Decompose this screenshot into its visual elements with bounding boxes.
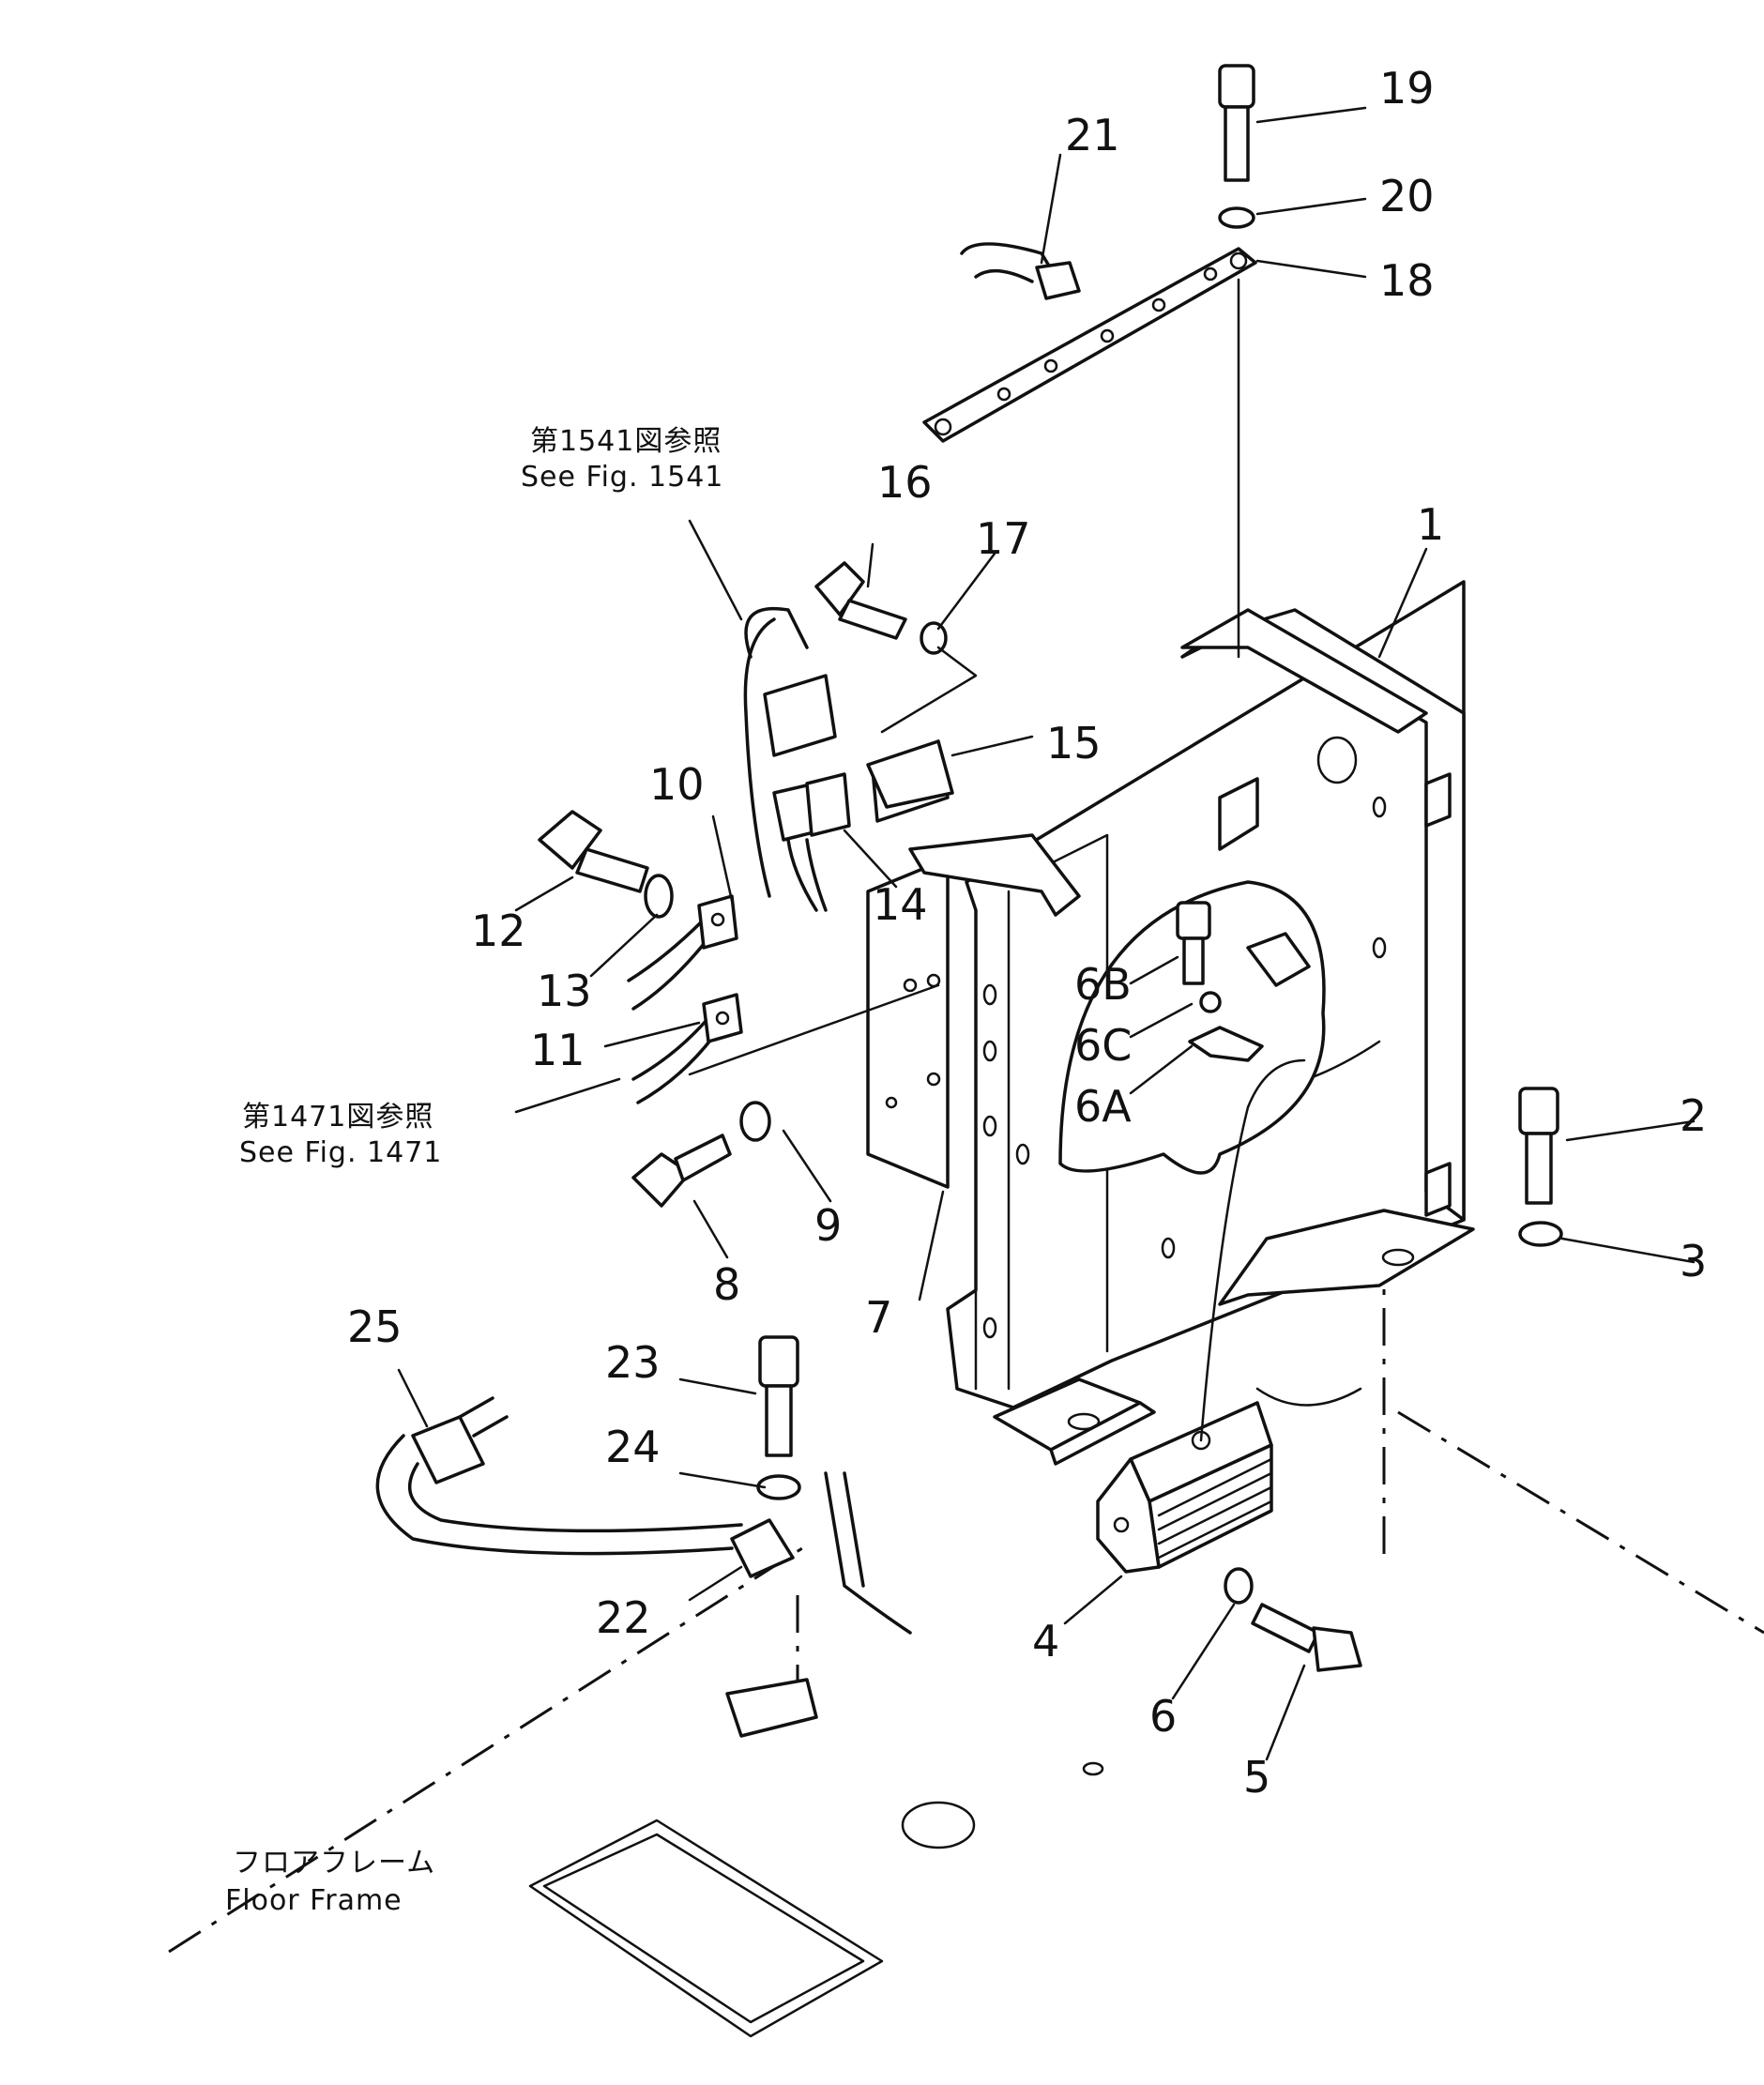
callout-9: 9 (814, 1200, 842, 1251)
reference-notes: 第1541図参照 See Fig. 1541 第1471図参照 See Fig.… (225, 425, 723, 1917)
note-floor-jp: フロアフレーム (233, 1847, 435, 1880)
bracket-15 (866, 739, 954, 809)
bolt-8 (631, 1134, 732, 1208)
callout-5: 5 (1243, 1752, 1270, 1803)
callout-13: 13 (537, 966, 592, 1016)
note-fig1471-jp: 第1471図参照 (242, 1101, 433, 1134)
washer-6 (1224, 1567, 1254, 1605)
connector-6 (1246, 932, 1311, 987)
note-fig1541-jp: 第1541図参照 (530, 425, 722, 458)
callout-14: 14 (873, 879, 928, 930)
callout-16: 16 (877, 457, 933, 508)
callout-2: 2 (1680, 1090, 1707, 1141)
harness-1471 (627, 894, 743, 1104)
callout-25: 25 (347, 1301, 403, 1352)
bolt-2 (1518, 1087, 1559, 1205)
terminal-6a (1188, 1026, 1264, 1062)
regulator (1096, 1058, 1306, 1574)
callout-6a: 6A (1074, 1081, 1132, 1132)
bracket-14 (908, 833, 1081, 917)
callout-6: 6 (1149, 1691, 1177, 1742)
callout-4: 4 (1032, 1616, 1059, 1666)
washer-20 (1218, 206, 1255, 229)
washer-9 (739, 1101, 771, 1142)
callout-6b: 6B (1074, 959, 1132, 1010)
bolt-6b (1176, 901, 1211, 985)
callouts: 19 20 18 21 1 17 16 15 10 14 12 13 11 6B… (347, 63, 1707, 1803)
callout-18: 18 (1379, 255, 1435, 306)
note-floor-en: Floor Frame (225, 1884, 403, 1917)
washer-6c (1199, 991, 1222, 1013)
bolt-12 (538, 810, 649, 893)
washer-3 (1518, 1221, 1563, 1247)
note-fig1541-en: See Fig. 1541 (521, 461, 723, 494)
callout-7: 7 (865, 1292, 892, 1343)
callout-22: 22 (596, 1592, 651, 1643)
bolt-23 (758, 1335, 799, 1457)
leader-lines (397, 106, 1696, 1761)
callout-19: 19 (1379, 63, 1435, 114)
callout-1: 1 (1417, 499, 1444, 550)
washer-13 (644, 874, 674, 919)
bolt-5 (1251, 1603, 1362, 1672)
pipe-21 (960, 242, 1081, 300)
bolt-16 (814, 561, 907, 640)
callout-15: 15 (1046, 718, 1102, 769)
hose-25 (375, 1396, 912, 1738)
floor-frame-outline (168, 1239, 1764, 2038)
callout-11: 11 (530, 1025, 585, 1075)
washer-17 (920, 621, 948, 655)
callout-10: 10 (649, 759, 705, 810)
callout-8: 8 (713, 1259, 740, 1310)
callout-24: 24 (605, 1422, 661, 1472)
note-fig1471-en: See Fig. 1471 (239, 1136, 442, 1169)
callout-3: 3 (1680, 1236, 1707, 1286)
bolt-19 (1218, 64, 1255, 182)
callout-12: 12 (471, 906, 526, 956)
callout-20: 20 (1379, 171, 1435, 221)
callout-21: 21 (1065, 110, 1120, 160)
callout-17: 17 (976, 513, 1031, 564)
plate-18 (922, 247, 1257, 659)
callout-6c: 6C (1074, 1020, 1132, 1071)
callout-23: 23 (605, 1337, 661, 1388)
